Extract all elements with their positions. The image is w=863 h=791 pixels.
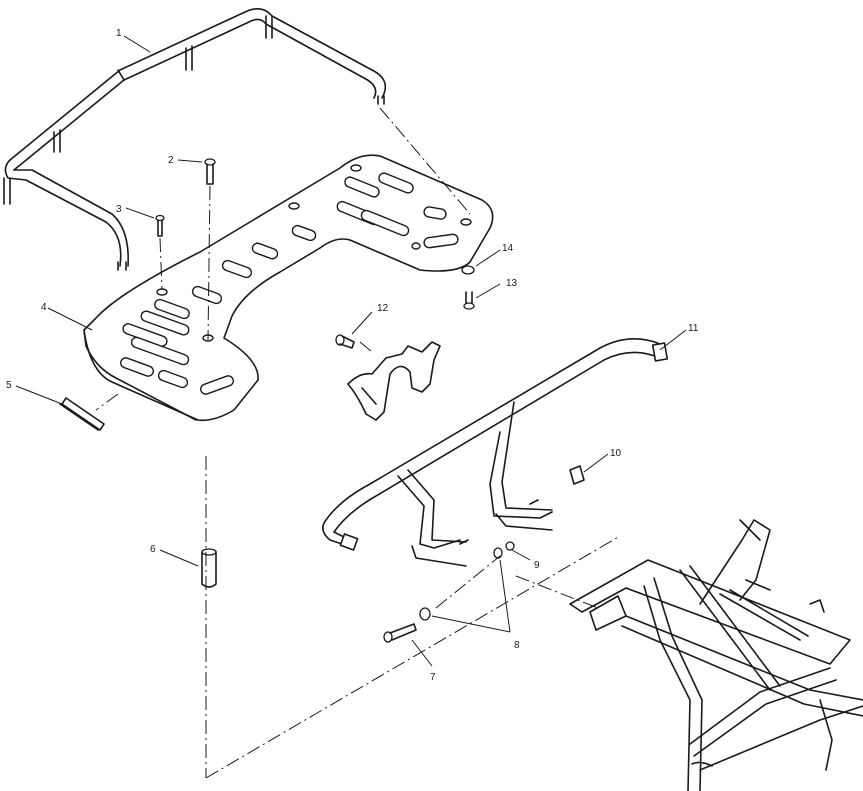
callout-12: 12	[377, 303, 389, 314]
deck-slots	[120, 164, 472, 395]
bolt-part-13	[463, 291, 475, 310]
leader-lines	[15, 35, 687, 667]
callout-3: 3	[116, 204, 122, 215]
callout-9: 9	[534, 560, 540, 571]
nut-part-9	[505, 541, 515, 551]
callout-14: 14	[502, 243, 514, 254]
callout-11: 11	[688, 323, 699, 334]
clip-part-10	[569, 465, 585, 485]
callout-4: 4	[41, 302, 47, 313]
callout-1: 1	[116, 28, 122, 39]
callout-labels: 1 2 3 4 5 6 7 8 9 10 11 12 13 14	[6, 28, 699, 683]
callout-10: 10	[610, 448, 622, 459]
bracket-part	[347, 341, 441, 421]
bolt-part-12	[335, 334, 355, 349]
bolt-part-7	[383, 623, 417, 643]
callout-8: 8	[514, 640, 520, 651]
washer-part-8a	[493, 547, 503, 559]
callout-2: 2	[168, 155, 174, 166]
vehicle-frame	[569, 519, 863, 791]
screw-part-3	[155, 214, 165, 237]
washer-part-8b	[419, 607, 431, 621]
callout-5: 5	[6, 380, 12, 391]
callout-7: 7	[430, 672, 436, 683]
plate-part-5	[59, 397, 105, 431]
bolt-part-2	[204, 158, 216, 185]
callout-6: 6	[150, 544, 156, 555]
rack-deck-part-4	[83, 154, 494, 422]
nut-part-14	[461, 265, 475, 275]
centerlines	[95, 107, 621, 779]
rack-rail-part-1	[3, 8, 387, 271]
callout-13: 13	[506, 278, 518, 289]
spacer-part-6	[201, 548, 217, 588]
